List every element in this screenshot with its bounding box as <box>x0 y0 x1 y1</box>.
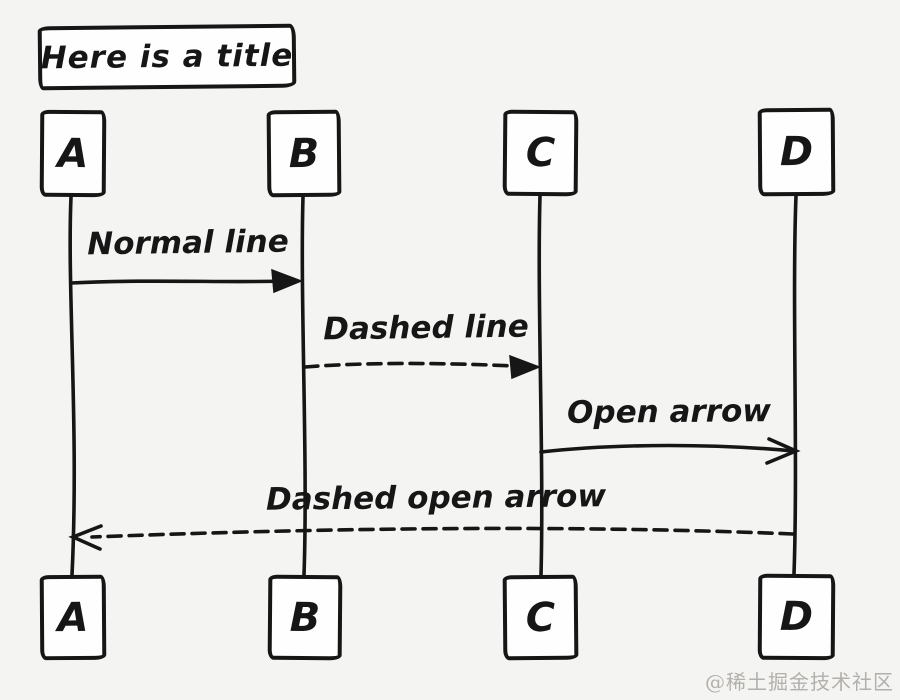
message-label-normal-line: Normal line <box>87 223 289 263</box>
actor-box-b-top: B <box>266 109 342 198</box>
actor-box-c-bottom: C <box>502 574 579 661</box>
lifeline-d <box>792 194 798 576</box>
actor-label-b: B <box>288 130 320 177</box>
open-arrowhead-icon <box>68 524 103 551</box>
message-label-dashed-open-arrow: Dashed open arrow <box>265 478 607 518</box>
actor-box-d-top: D <box>757 107 836 197</box>
actor-label-c: C <box>525 594 556 641</box>
actor-box-b-bottom: B <box>267 574 343 661</box>
lifeline-b <box>300 195 307 577</box>
diagram-title-box: Here is a title <box>37 23 297 91</box>
actor-box-c-top: C <box>502 109 579 197</box>
watermark-text: @稀土掘金技术社区 <box>705 670 894 694</box>
message-label-open-arrow: Open arrow <box>566 393 772 431</box>
open-arrowhead-icon <box>765 437 801 465</box>
lifeline-c <box>537 194 544 577</box>
actor-box-d-bottom: D <box>757 573 836 661</box>
message-open-arrow <box>539 443 795 454</box>
actor-box-a-bottom: A <box>39 574 107 661</box>
message-label-dashed-line: Dashed line <box>322 308 530 348</box>
message-dashed-line <box>303 361 516 369</box>
actor-box-a-top: A <box>39 109 107 198</box>
lifeline-a <box>68 195 77 577</box>
message-normal-line <box>69 279 284 285</box>
filled-arrowhead-icon <box>271 268 304 294</box>
actor-label-d: D <box>779 128 814 176</box>
diagram-title: Here is a title <box>40 37 294 77</box>
actor-label-c: C <box>525 129 556 177</box>
actor-label-a: A <box>57 594 89 641</box>
actor-label-b: B <box>289 594 321 641</box>
actor-label-a: A <box>57 130 89 177</box>
message-dashed-open-arrow <box>90 526 795 539</box>
actor-label-d: D <box>779 593 814 641</box>
filled-arrowhead-icon <box>509 354 542 380</box>
